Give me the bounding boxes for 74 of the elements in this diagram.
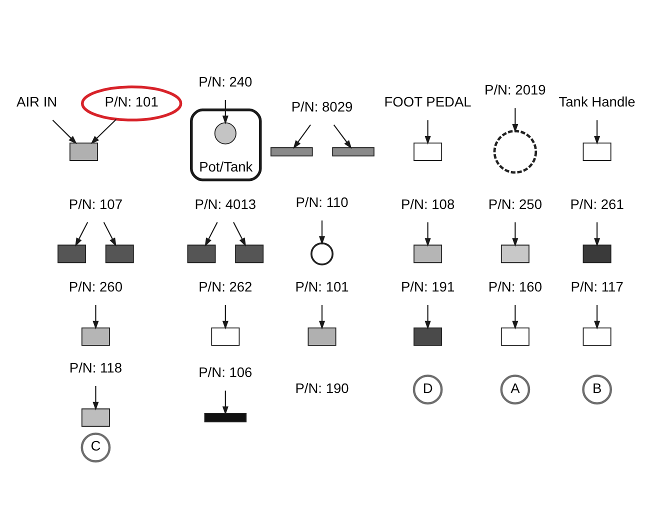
node-text: FOOT PEDAL [384, 94, 472, 110]
arrow [222, 304, 228, 330]
node-text: P/N: 2019 [484, 82, 546, 98]
arrow [594, 304, 600, 330]
node-box [70, 142, 98, 160]
node-box [81, 408, 110, 426]
arrow [204, 221, 218, 246]
node-circle: D [412, 374, 443, 404]
node-box [308, 326, 336, 346]
node-circle [493, 129, 538, 174]
node-box [500, 244, 530, 263]
arrow [90, 118, 117, 144]
node-text: P/N: 160 [488, 279, 542, 294]
node-text: P/N: 260 [68, 279, 123, 294]
node-circle: C [80, 432, 111, 462]
node-text: P/N: 261 [570, 196, 624, 212]
node-text: P/N: 106 [198, 364, 252, 380]
node-text: P/N: 118 [69, 360, 122, 376]
arrow [318, 220, 326, 244]
arrow [52, 119, 77, 144]
arrow [594, 120, 600, 144]
arrow [103, 221, 116, 246]
node-box [81, 326, 110, 346]
arrow [512, 222, 518, 246]
node-box [414, 142, 442, 160]
node-text: P/N: 110 [296, 194, 348, 210]
node-circle [214, 122, 236, 144]
node-box [414, 326, 442, 346]
node-box [187, 244, 216, 263]
node-bar [204, 412, 247, 422]
arrow [233, 221, 246, 246]
node-text: Tank Handle [558, 94, 636, 110]
node-text: P/N: 8029 [291, 98, 353, 114]
node-box [582, 326, 612, 346]
node-ellipse: P/N: 101 [80, 85, 182, 121]
arrow [424, 222, 431, 246]
node-box [582, 244, 612, 263]
node-box [414, 244, 442, 263]
arrow [512, 304, 518, 330]
node-box [235, 244, 264, 263]
arrow [424, 304, 431, 330]
node-text: P/N: 262 [198, 279, 252, 294]
arrow [222, 390, 228, 415]
arrow [333, 124, 352, 148]
node-box [105, 244, 134, 263]
node-circle: A [500, 374, 530, 404]
arrow [222, 99, 228, 124]
arrow [293, 124, 311, 148]
arrow [318, 304, 326, 330]
node-text: P/N: 117 [570, 279, 624, 294]
arrow [424, 120, 431, 144]
node-text: P/N: 4013 [194, 196, 256, 212]
node-bar [332, 146, 374, 156]
label: P/N: 190 [295, 380, 349, 396]
node-text: P/N: 107 [68, 196, 123, 212]
arrow [92, 385, 99, 410]
node-circle: B [582, 374, 612, 404]
arrow [75, 221, 88, 246]
cluster: Pot/Tank [190, 108, 262, 181]
node-text: P/N: 101 [295, 279, 349, 294]
arrow [594, 222, 600, 246]
node-text: P/N: 191 [400, 279, 455, 294]
node-text: P/N: 240 [198, 74, 252, 89]
node-text: P/N: 108 [400, 196, 455, 212]
arrow [512, 108, 518, 132]
node-box [500, 326, 530, 346]
node-text: AIR IN [16, 94, 58, 110]
node-text: P/N: 250 [488, 196, 542, 212]
node-box [211, 326, 240, 346]
node-box [58, 244, 86, 263]
node-bar [270, 146, 313, 156]
node-circle [310, 242, 334, 265]
arrow [92, 304, 99, 330]
node-box [582, 142, 612, 160]
